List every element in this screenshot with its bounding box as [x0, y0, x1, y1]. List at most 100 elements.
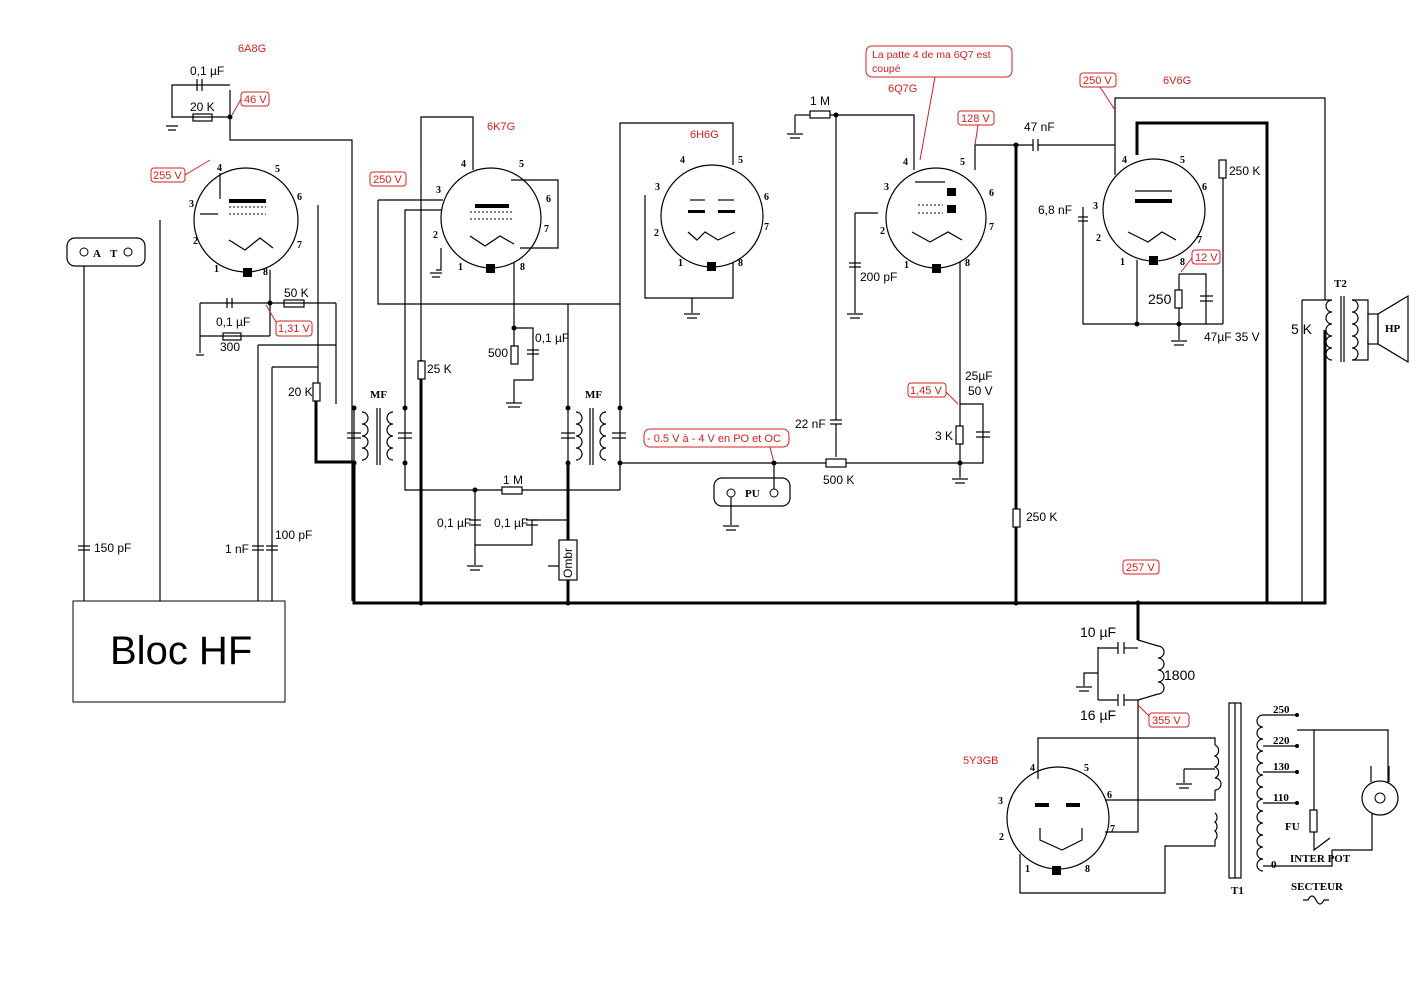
v-131-label: 1,31 V: [278, 323, 310, 335]
c-16u-label: 16 µF: [1080, 707, 1116, 723]
r-1m-b-label: 1 M: [810, 94, 830, 108]
svg-text:4: 4: [903, 157, 908, 168]
c-6a8g-label: 0,1 µF: [190, 64, 224, 78]
if-transformer-2: MF: [561, 122, 832, 490]
svg-text:7: 7: [297, 240, 302, 251]
r-6a8g-label: 20 K: [190, 100, 215, 114]
svg-text:1: 1: [458, 262, 463, 273]
v-250-left-label: 250 V: [373, 174, 402, 186]
svg-text:6: 6: [546, 194, 551, 205]
svg-text:3: 3: [189, 199, 194, 210]
svg-text:5: 5: [1180, 155, 1185, 166]
inter-pot-label: INTER POT: [1290, 853, 1351, 865]
svg-text:2: 2: [999, 832, 1004, 843]
v-257-label: 257 V: [1126, 562, 1155, 574]
antenna-label: A: [93, 248, 101, 260]
svg-text:7: 7: [764, 222, 769, 233]
c-10u-label: 10 µF: [1080, 624, 1116, 640]
tube-6a8g-label: 6A8G: [238, 43, 266, 55]
v-250-right-label: 250 V: [1083, 75, 1112, 87]
hp-label: HP: [1385, 323, 1401, 335]
agc-range-label: - 0.5 V à - 4 V en PO et OC: [647, 433, 781, 445]
r-50k-label: 50 K: [284, 286, 309, 300]
svg-text:8: 8: [965, 258, 970, 269]
r-250-label: 250: [1148, 291, 1172, 307]
svg-text:1: 1: [904, 260, 909, 271]
svg-text:6: 6: [764, 192, 769, 203]
svg-text:8: 8: [1085, 864, 1090, 875]
bloc-hf-label: Bloc HF: [110, 629, 252, 673]
c-100p-label: 100 pF: [275, 528, 312, 542]
tap-130-label: 130: [1273, 761, 1290, 773]
tap-0-label: 0: [1271, 859, 1277, 871]
output-transformer: T2 HP 5 K: [1291, 278, 1409, 603]
measured-voltages: 46 V 255 V 250 V 1,31 V La patte 4 de ma…: [150, 45, 1221, 728]
svg-text:4: 4: [217, 163, 222, 174]
agc-filter: 1 M 0,1 µF 0,1 µF Ombr: [437, 473, 578, 581]
svg-text:7: 7: [1197, 235, 1202, 246]
r-3k-label: 3 K: [935, 429, 953, 443]
c-01c-label: 0,1 µF: [535, 331, 569, 345]
tap-220-label: 220: [1273, 735, 1290, 747]
v-12-label: 12 V: [1195, 252, 1218, 264]
tube-6q7g-label: 6Q7G: [888, 83, 917, 95]
r-25k-label: 25 K: [427, 362, 452, 376]
t1-label: T1: [1231, 885, 1244, 897]
svg-text:4: 4: [1122, 155, 1127, 166]
pickup-input: PU: [713, 463, 791, 531]
svg-text:8: 8: [520, 262, 525, 273]
svg-text:2: 2: [654, 228, 659, 239]
mf2-label: MF: [585, 389, 602, 401]
magic-eye-label: Ombr: [561, 548, 575, 578]
v-145-label: 1,45 V: [910, 385, 942, 397]
svg-text:4: 4: [461, 159, 466, 170]
c-25u-v-label: 50 V: [968, 384, 993, 398]
c-22n-label: 22 nF: [795, 417, 826, 431]
svg-text:8: 8: [738, 258, 743, 269]
v-255-label: 255 V: [153, 170, 182, 182]
svg-text:5: 5: [960, 157, 965, 168]
svg-text:6: 6: [1202, 182, 1207, 193]
svg-text:3: 3: [655, 182, 660, 193]
svg-text:5: 5: [519, 159, 524, 170]
r-250k-a-label: 250 K: [1026, 510, 1057, 524]
svg-text:3: 3: [884, 182, 889, 193]
t2-label: T2: [1334, 278, 1347, 290]
b-plus-bus: [314, 121, 1327, 640]
pu-label: PU: [745, 488, 760, 500]
svg-text:6: 6: [1107, 790, 1112, 801]
tube-6h6g-label: 6H6G: [690, 129, 719, 141]
svg-text:8: 8: [1180, 257, 1185, 268]
svg-text:5: 5: [275, 164, 280, 175]
junctions: [227, 112, 1182, 606]
svg-text:2: 2: [880, 226, 885, 237]
antenna-earth-connector: A T: [66, 237, 146, 267]
c-01e-label: 0,1 µF: [494, 516, 528, 530]
c-01d-label: 0,1 µF: [437, 516, 471, 530]
power-filter: 10 µF 16 µF 1800: [1076, 624, 1195, 740]
mains-transformer: T1 250 220 130 110 0 FU INTER POT SECTEU…: [1228, 702, 1399, 905]
v-128-label: 128 V: [961, 113, 990, 125]
tube-6v6g-label: 6V6G: [1163, 75, 1191, 87]
svg-text:2: 2: [193, 236, 198, 247]
c-68n-label: 6,8 nF: [1038, 203, 1072, 217]
svg-text:2: 2: [1096, 233, 1101, 244]
tube-5y3gb-label: 5Y3GB: [963, 755, 998, 767]
tube-6a8g-wiring: 0,1 µF 20 K 0,1 µF 50 K 300 20 K: [166, 64, 353, 601]
secteur-label: SECTEUR: [1291, 881, 1344, 893]
l-1800-label: 1800: [1164, 667, 1195, 683]
v-355-label: 355 V: [1152, 715, 1181, 727]
earth-label: T: [110, 248, 118, 260]
c-150p-label: 150 pF: [94, 541, 131, 555]
svg-text:1: 1: [1025, 864, 1030, 875]
svg-text:1: 1: [214, 264, 219, 275]
c-47n-label: 47 nF: [1024, 120, 1055, 134]
svg-text:5: 5: [1084, 763, 1089, 774]
fuse-label: FU: [1285, 821, 1300, 833]
tap-250-label: 250: [1273, 704, 1290, 716]
